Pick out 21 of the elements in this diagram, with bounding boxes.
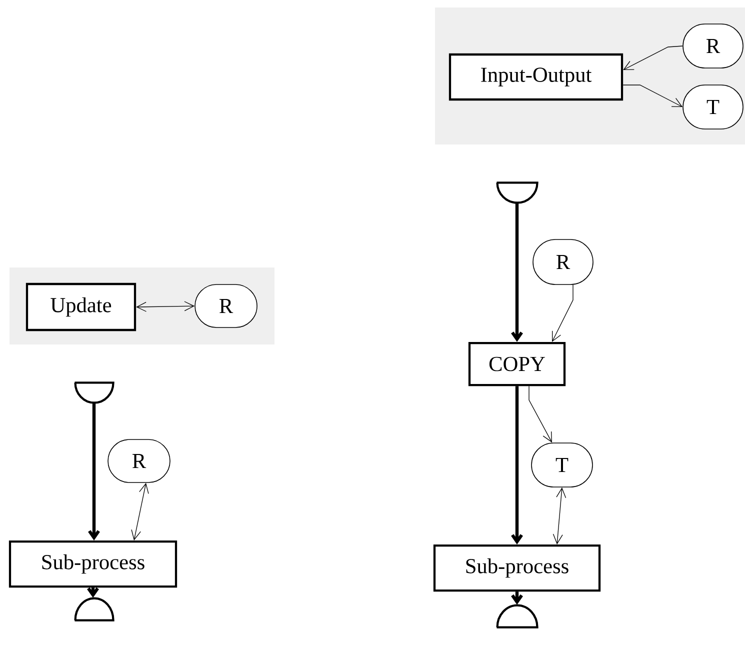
resource-oval: R — [682, 24, 744, 68]
arrow — [131, 482, 149, 540]
arrow — [88, 403, 100, 540]
arrow — [511, 203, 523, 342]
process-box: Sub-process — [8, 540, 178, 588]
arrow — [623, 46, 683, 70]
start-terminal — [496, 182, 538, 204]
process-box: COPY — [468, 342, 566, 386]
process-box: Sub-process — [433, 544, 601, 592]
end-terminal — [496, 604, 538, 628]
process-box: Update — [26, 282, 136, 332]
resource-oval: T — [682, 84, 744, 130]
start-terminal — [74, 382, 114, 404]
arrow — [552, 284, 574, 342]
arrow — [528, 386, 552, 443]
arrow — [136, 301, 195, 312]
process-box: Input-Output — [448, 53, 624, 101]
arrow — [511, 386, 523, 544]
arrow — [622, 84, 683, 107]
arrow — [552, 487, 566, 544]
end-terminal — [74, 597, 114, 622]
